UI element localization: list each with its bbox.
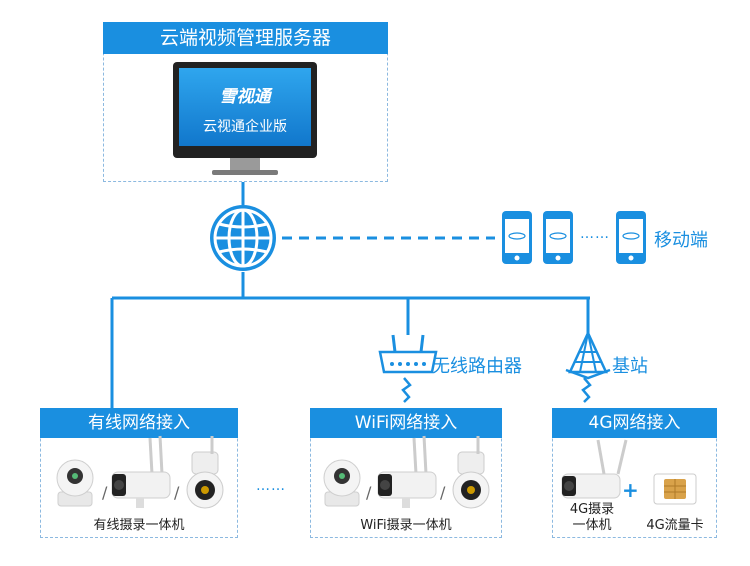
phone-icon bbox=[543, 211, 573, 264]
monitor-neck bbox=[230, 158, 260, 170]
4g-camera-caption: 4G摄录 一体机 bbox=[556, 502, 628, 534]
svg-text:/: / bbox=[102, 483, 108, 502]
dome-camera-icon bbox=[323, 459, 361, 507]
phone-icon bbox=[616, 211, 646, 264]
plus-sign: + bbox=[622, 478, 639, 502]
router-icon bbox=[378, 334, 438, 374]
monitor-stand bbox=[212, 170, 278, 175]
wired-caption: 有线摄录一体机 bbox=[93, 518, 185, 533]
4g-camera-caption-line1: 4G摄录 bbox=[569, 502, 615, 517]
phone-icon bbox=[502, 211, 532, 264]
monitor-bezel: 雪视通 云视通企业版 bbox=[173, 62, 317, 158]
bullet-camera-icon bbox=[377, 435, 437, 508]
4g-camera-caption-line2: 一体机 bbox=[572, 518, 612, 533]
svg-text:/: / bbox=[440, 483, 446, 502]
router-wireless-icon bbox=[401, 377, 412, 403]
wired-title: 有线网络接入 bbox=[40, 408, 238, 438]
g4-title: 4G网络接入 bbox=[552, 408, 717, 438]
sim-caption: 4G流量卡 bbox=[646, 518, 704, 533]
ptz-camera-icon bbox=[186, 436, 224, 509]
mobile-label: 移动端 bbox=[654, 230, 708, 251]
wifi-caption: WiFi摄录一体机 bbox=[360, 518, 452, 533]
wifi-title: WiFi网络接入 bbox=[310, 408, 502, 438]
monitor-screen: 雪视通 云视通企业版 bbox=[179, 68, 311, 146]
logo-text: 雪视通 bbox=[219, 87, 271, 107]
dome-camera-icon bbox=[56, 459, 94, 507]
base-station-label: 基站 bbox=[612, 356, 648, 377]
ptz-camera-icon bbox=[452, 436, 490, 509]
router-label: 无线路由器 bbox=[432, 356, 522, 377]
sim-card-icon bbox=[653, 473, 697, 505]
screen-caption: 云视通企业版 bbox=[203, 119, 287, 135]
station-wireless-icon bbox=[581, 377, 592, 403]
4g-camera-icon bbox=[561, 439, 628, 499]
bullet-camera-icon bbox=[111, 435, 171, 508]
base-station-icon bbox=[565, 330, 611, 380]
between-ellipsis: …… bbox=[256, 478, 286, 494]
server-title: 云端视频管理服务器 bbox=[103, 22, 388, 54]
mobile-ellipsis: …… bbox=[580, 226, 610, 242]
svg-text:/: / bbox=[174, 483, 180, 502]
globe-icon bbox=[210, 205, 276, 271]
svg-text:/: / bbox=[366, 483, 372, 502]
